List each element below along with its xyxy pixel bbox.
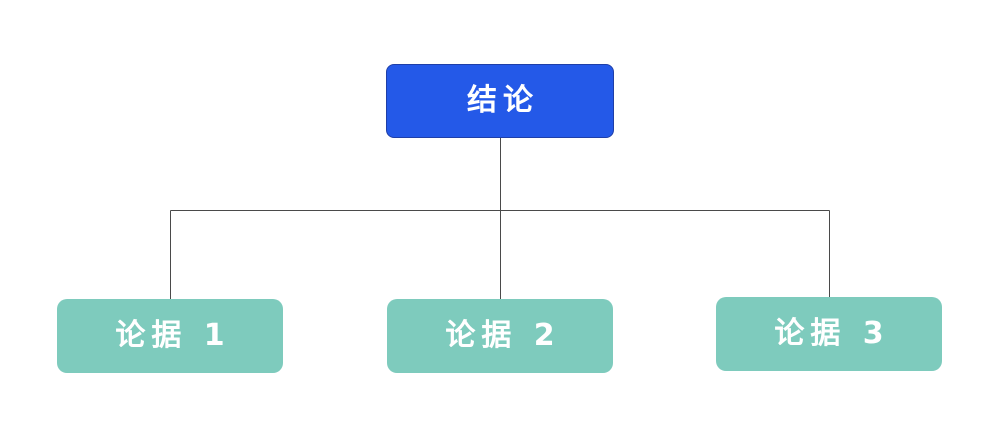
evidence-label-1: 论据 1 — [115, 318, 231, 353]
evidence-label-3: 论据 3 — [774, 316, 890, 351]
conclusion-node: 结论 — [386, 64, 614, 138]
evidence-node-1: 论据 1 — [57, 299, 283, 373]
evidence-label-2: 论据 2 — [445, 318, 561, 353]
conclusion-label: 结论 — [467, 83, 539, 118]
evidence-node-3: 论据 3 — [716, 297, 942, 371]
evidence-node-2: 论据 2 — [387, 299, 613, 373]
